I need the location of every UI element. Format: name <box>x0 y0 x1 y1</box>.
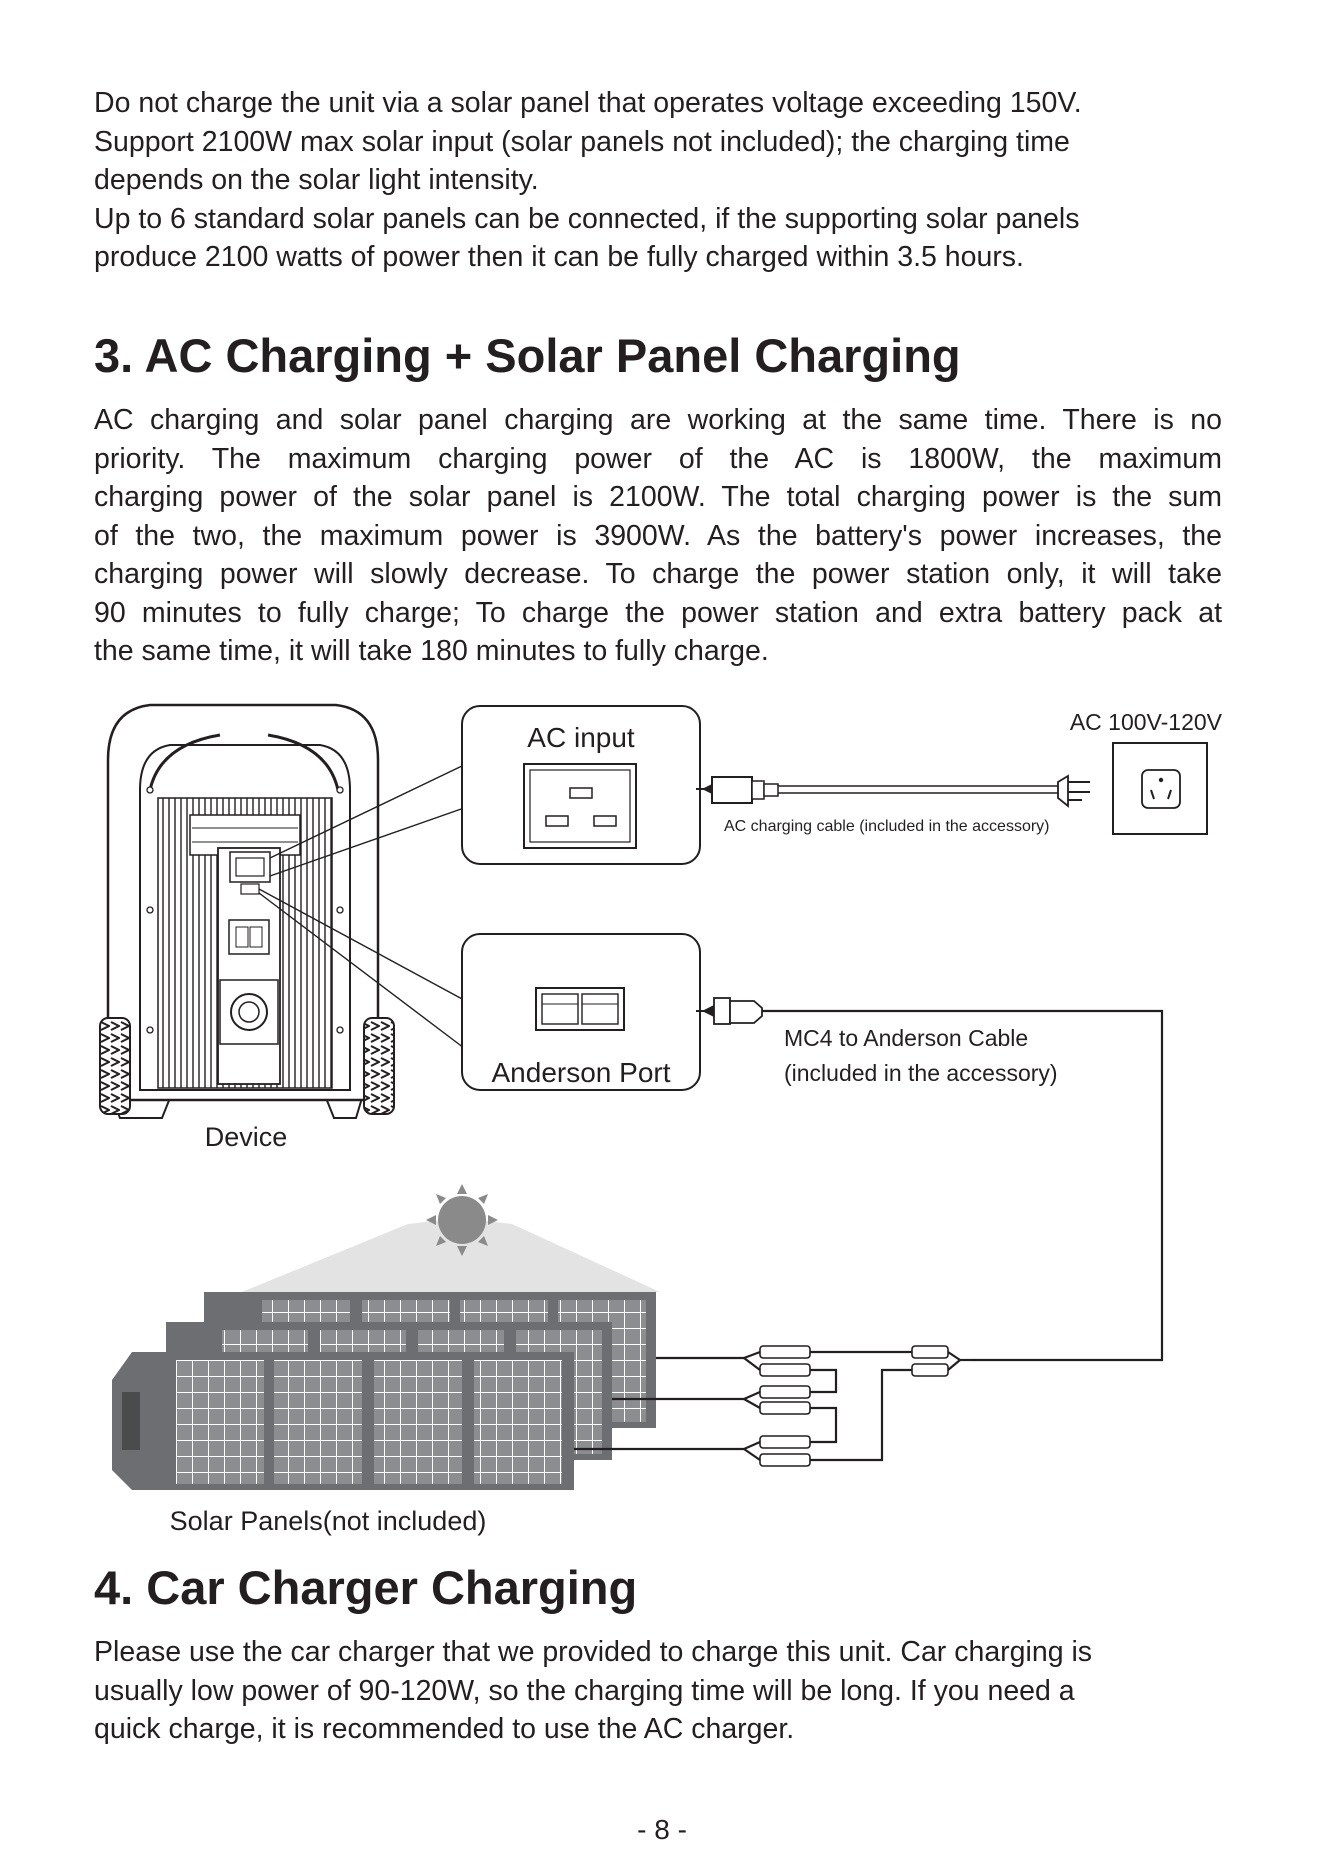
ac-input-callout: AC input <box>461 705 701 865</box>
solar-panels-label: Solar Panels(not included) <box>170 1506 487 1536</box>
text-line: AC charging and solar panel charging are… <box>94 404 1222 436</box>
text-line: charging power will slowly decrease. To … <box>94 558 1222 590</box>
page-number: - 8 - <box>637 1814 687 1845</box>
mc4-connector-icons <box>759 1345 949 1467</box>
mc4-branch-wiring <box>574 1350 972 1462</box>
text-line: priority. The maximum charging power of … <box>94 442 1222 475</box>
charging-diagram: Device AC input AC charging cable (inclu… <box>99 703 1223 1536</box>
section-3-paragraph: AC charging and solar panel charging are… <box>94 401 1222 671</box>
device-illustration: Device <box>99 703 395 1152</box>
section-4-heading: 4. Car Charger Charging <box>94 1561 638 1614</box>
text-line: usually low power of 90-120W, so the cha… <box>94 1674 1075 1707</box>
section-3-heading: 3. AC Charging + Solar Panel Charging <box>94 329 961 382</box>
wall-outlet-icon: AC 100V-120V <box>1070 709 1223 835</box>
text-line: of the two, the maximum power is 3900W. … <box>94 519 1222 552</box>
solar-panels-illustration: Solar Panels(not included) <box>112 1292 656 1536</box>
mc4-cable-label-line1: MC4 to Anderson Cable <box>784 1025 1028 1051</box>
ac-charging-cable: AC charging cable (included in the acces… <box>696 774 1090 835</box>
intro-paragraph: Do not charge the unit via a solar panel… <box>94 84 1222 277</box>
text-line: the same time, it will take 180 minutes … <box>94 635 769 667</box>
anderson-port-label: Anderson Port <box>492 1057 671 1088</box>
ac-socket-icon <box>523 763 637 849</box>
text-line: Please use the car charger that we provi… <box>94 1636 1093 1668</box>
text-line: Support 2100W max solar input (solar pan… <box>94 125 1070 158</box>
text-line: depends on the solar light intensity. <box>94 164 539 196</box>
callout-lines <box>258 764 465 1049</box>
text-line: 90 minutes to fully charge; To charge th… <box>94 596 1222 629</box>
text-line: quick charge, it is recommended to use t… <box>94 1713 795 1745</box>
section-4-paragraph: Please use the car charger that we provi… <box>94 1633 1222 1749</box>
text-line: charging power of the solar panel is 210… <box>94 481 1222 513</box>
device-label: Device <box>205 1122 288 1152</box>
ac-voltage-label: AC 100V-120V <box>1070 709 1223 735</box>
ac-input-label: AC input <box>527 722 635 753</box>
text-line: produce 2100 watts of power then it can … <box>94 241 1024 273</box>
anderson-port-icon <box>535 987 625 1031</box>
anderson-port-callout: Anderson Port <box>461 933 701 1091</box>
mc4-anderson-cable: MC4 to Anderson Cable (included in the a… <box>696 997 1164 1362</box>
text-line: Up to 6 standard solar panels can be con… <box>94 202 1080 235</box>
text-line: Do not charge the unit via a solar panel… <box>94 87 1082 119</box>
mc4-cable-label-line2: (included in the accessory) <box>784 1060 1058 1086</box>
sun-icon <box>242 1184 660 1292</box>
ac-cable-label: AC charging cable (included in the acces… <box>724 818 1050 835</box>
